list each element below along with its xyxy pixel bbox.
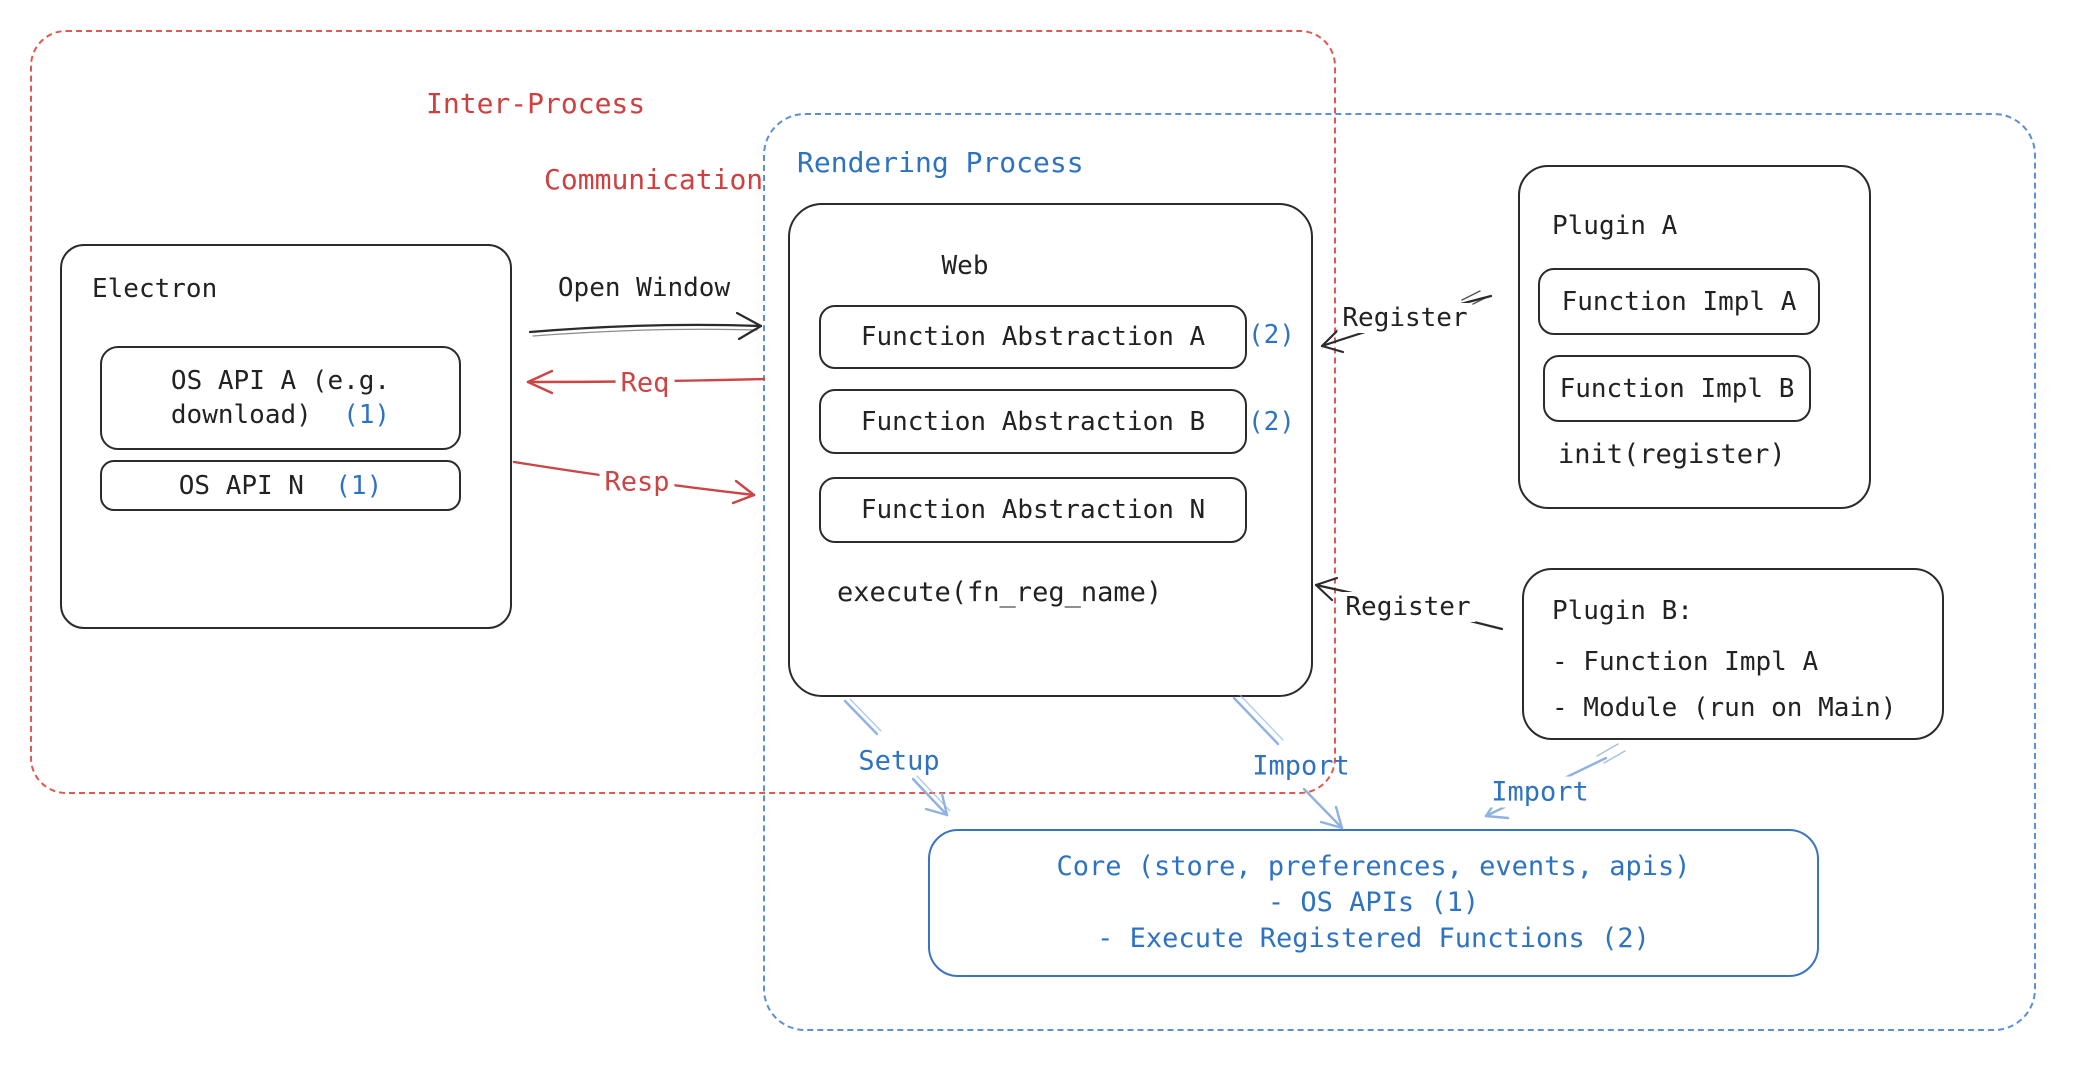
core-line-2: - OS APIs (1) bbox=[1267, 887, 1480, 918]
setup-label: Setup bbox=[858, 745, 940, 777]
plugin-a-title: Plugin A bbox=[1552, 211, 1678, 241]
import-mid-label: Import bbox=[1252, 750, 1350, 782]
plugin-b-box: Plugin B: - Function Impl A - Module (ru… bbox=[1522, 568, 1944, 740]
os-api-n-ref: (1) bbox=[335, 470, 383, 501]
web-box: Web Function Abstraction A (2) Function … bbox=[788, 203, 1313, 697]
open-window-label: Open Window bbox=[557, 273, 731, 303]
plugin-b-item-2: - Module (run on Main) bbox=[1552, 693, 1897, 723]
web-title: Web bbox=[941, 251, 989, 281]
core-line-3: - Execute Registered Functions (2) bbox=[1097, 923, 1650, 954]
core-line-1: Core (store, preferences, events, apis) bbox=[1056, 851, 1691, 882]
os-api-a-line2: download) (1) bbox=[170, 400, 391, 430]
web-footer: execute(fn_reg_name) bbox=[837, 577, 1163, 608]
os-api-a-box: OS API A (e.g. download) (1) bbox=[100, 346, 461, 450]
plugin-a-box: Plugin A Function Impl A Function Impl B… bbox=[1518, 165, 1871, 509]
function-abstraction-b-ref: (2) bbox=[1248, 407, 1295, 437]
register-b-label: Register bbox=[1340, 592, 1476, 622]
rendering-region-title: Rendering Process bbox=[797, 146, 1084, 179]
function-impl-a-box: Function Impl A bbox=[1538, 268, 1820, 335]
function-impl-b-box: Function Impl B bbox=[1543, 355, 1811, 422]
register-a-label: Register bbox=[1337, 303, 1473, 333]
import-right-label: Import bbox=[1486, 776, 1594, 808]
os-api-a-ref: (1) bbox=[343, 400, 391, 430]
function-abstraction-n-box: Function Abstraction N bbox=[819, 477, 1247, 543]
electron-title: Electron bbox=[92, 274, 218, 304]
function-abstraction-a-box: Function Abstraction A bbox=[819, 305, 1247, 369]
os-api-n-box: OS API N (1) bbox=[100, 460, 461, 511]
plugin-b-title: Plugin B: bbox=[1552, 596, 1693, 626]
rendering-region-box bbox=[763, 113, 2036, 1031]
req-label: Req bbox=[615, 367, 675, 399]
function-abstraction-b-box: Function Abstraction B bbox=[819, 389, 1247, 454]
electron-box: Electron OS API A (e.g. download) (1) OS… bbox=[60, 244, 512, 629]
plugin-a-footer: init(register) bbox=[1558, 439, 1786, 470]
ipc-region-title: Inter-Process Communication bbox=[426, 87, 764, 196]
ipc-region-box bbox=[30, 30, 1336, 794]
function-abstraction-a-ref: (2) bbox=[1248, 320, 1295, 350]
resp-label: Resp bbox=[599, 466, 675, 498]
os-api-a-line1: OS API A (e.g. bbox=[170, 366, 391, 396]
os-api-n-label: OS API N bbox=[178, 470, 304, 501]
core-box: Core (store, preferences, events, apis) … bbox=[928, 829, 1819, 977]
plugin-b-item-1: - Function Impl A bbox=[1552, 647, 1819, 677]
